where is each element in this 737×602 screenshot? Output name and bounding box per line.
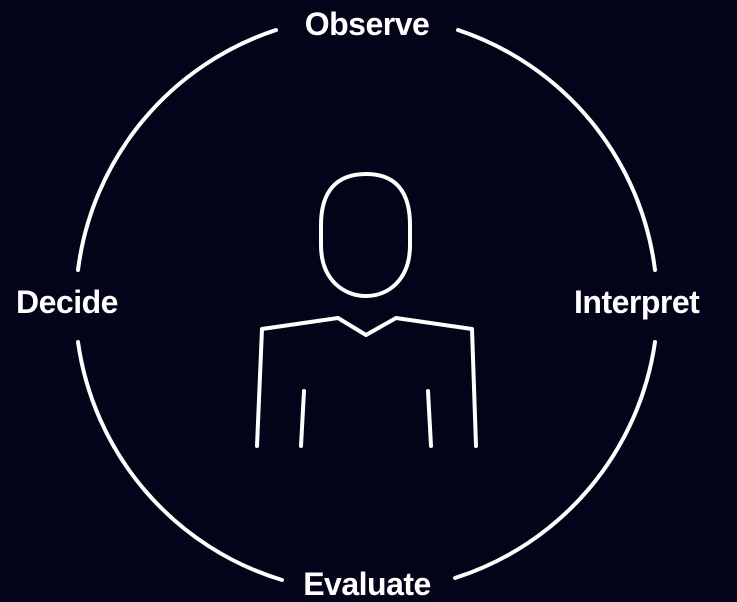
label-evaluate: Evaluate (303, 566, 431, 602)
arc-bottom-left (76, 340, 284, 582)
person-arm-left (299, 389, 306, 448)
arc-top-left (76, 28, 278, 272)
arc-top-right (456, 28, 657, 272)
person-arm-right (426, 389, 433, 448)
person-icon (255, 172, 478, 448)
label-decide: Decide (16, 284, 118, 320)
person-head (319, 172, 412, 298)
label-observe: Observe (304, 6, 430, 42)
label-interpret: Interpret (574, 284, 700, 320)
person-torso (255, 316, 478, 448)
arc-bottom-right (453, 340, 657, 580)
